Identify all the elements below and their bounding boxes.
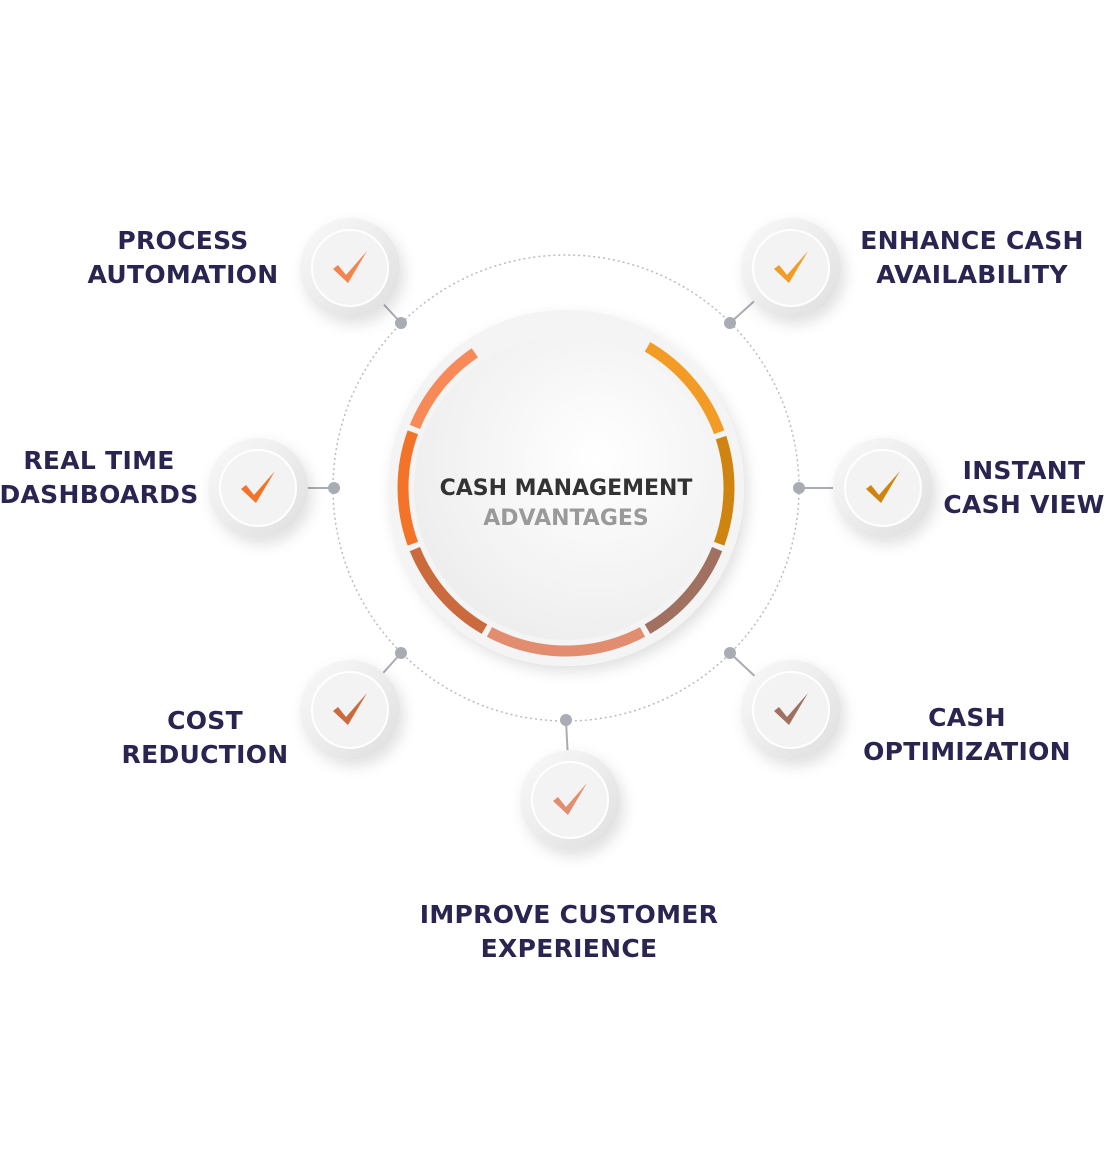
label-line-1: INSTANT [962, 456, 1086, 485]
ring-segment [644, 342, 725, 435]
check-badge [300, 660, 400, 760]
check-badge [833, 438, 933, 538]
connector-dot [328, 482, 340, 494]
check-badge [520, 750, 620, 850]
ring-segment [713, 435, 735, 546]
check-badge [300, 218, 400, 318]
ring-segment [409, 348, 478, 430]
checkmark-icon [866, 471, 900, 503]
connector-dot [395, 647, 407, 659]
checkmark-icon [333, 251, 367, 283]
advantage-label: INSTANT CASH VIEW [943, 454, 1104, 522]
connector-dot [793, 482, 805, 494]
connector-line [729, 652, 759, 680]
label-line-1: REAL TIME [23, 446, 175, 475]
checkmark-icon [241, 471, 275, 503]
advantage-label: COST REDUCTION [122, 704, 289, 772]
advantage-label: CASH OPTIMIZATION [863, 701, 1071, 769]
ring-segment [644, 546, 723, 634]
connector-dot [560, 714, 572, 726]
label-line-1: PROCESS [117, 226, 249, 255]
label-line-1: IMPROVE CUSTOMER [419, 900, 719, 929]
advantage-label: REAL TIME DASHBOARDS [0, 444, 199, 512]
label-line-2: OPTIMIZATION [863, 737, 1071, 766]
label-line-2: REDUCTION [121, 740, 289, 769]
checkmark-icon [774, 693, 808, 725]
label-line-2: CASH VIEW [943, 490, 1105, 519]
connector-line [565, 719, 569, 757]
connector-line [729, 297, 759, 324]
connector-dot [724, 317, 736, 329]
label-line-1: ENHANCE CASH [860, 226, 1084, 255]
advantage-label: ENHANCE CASH AVAILABILITY [860, 224, 1084, 292]
label-line-2: AVAILABILITY [876, 260, 1068, 289]
ring-segment [397, 430, 419, 546]
center-title: CASH MANAGEMENT [439, 476, 693, 501]
check-badge [208, 438, 308, 538]
label-line-1: CASH [928, 703, 1006, 732]
connector-dot [395, 317, 407, 329]
label-line-2: AUTOMATION [87, 260, 279, 289]
check-badge [741, 660, 841, 760]
ring-segment [409, 546, 488, 634]
center-subtitle: ADVANTAGES [483, 506, 649, 531]
center-disc [414, 336, 718, 640]
checkmark-icon [553, 783, 587, 815]
label-line-2: EXPERIENCE [480, 934, 658, 963]
checkmark-icon [774, 251, 808, 283]
check-badge [741, 218, 841, 318]
label-line-2: DASHBOARDS [0, 480, 199, 509]
ring-segment [486, 627, 646, 657]
advantage-label: IMPROVE CUSTOMER EXPERIENCE [420, 898, 718, 966]
checkmark-icon [333, 693, 367, 725]
advantage-label: PROCESS AUTOMATION [87, 224, 278, 292]
label-line-1: COST [167, 706, 243, 735]
connector-dot [724, 647, 736, 659]
